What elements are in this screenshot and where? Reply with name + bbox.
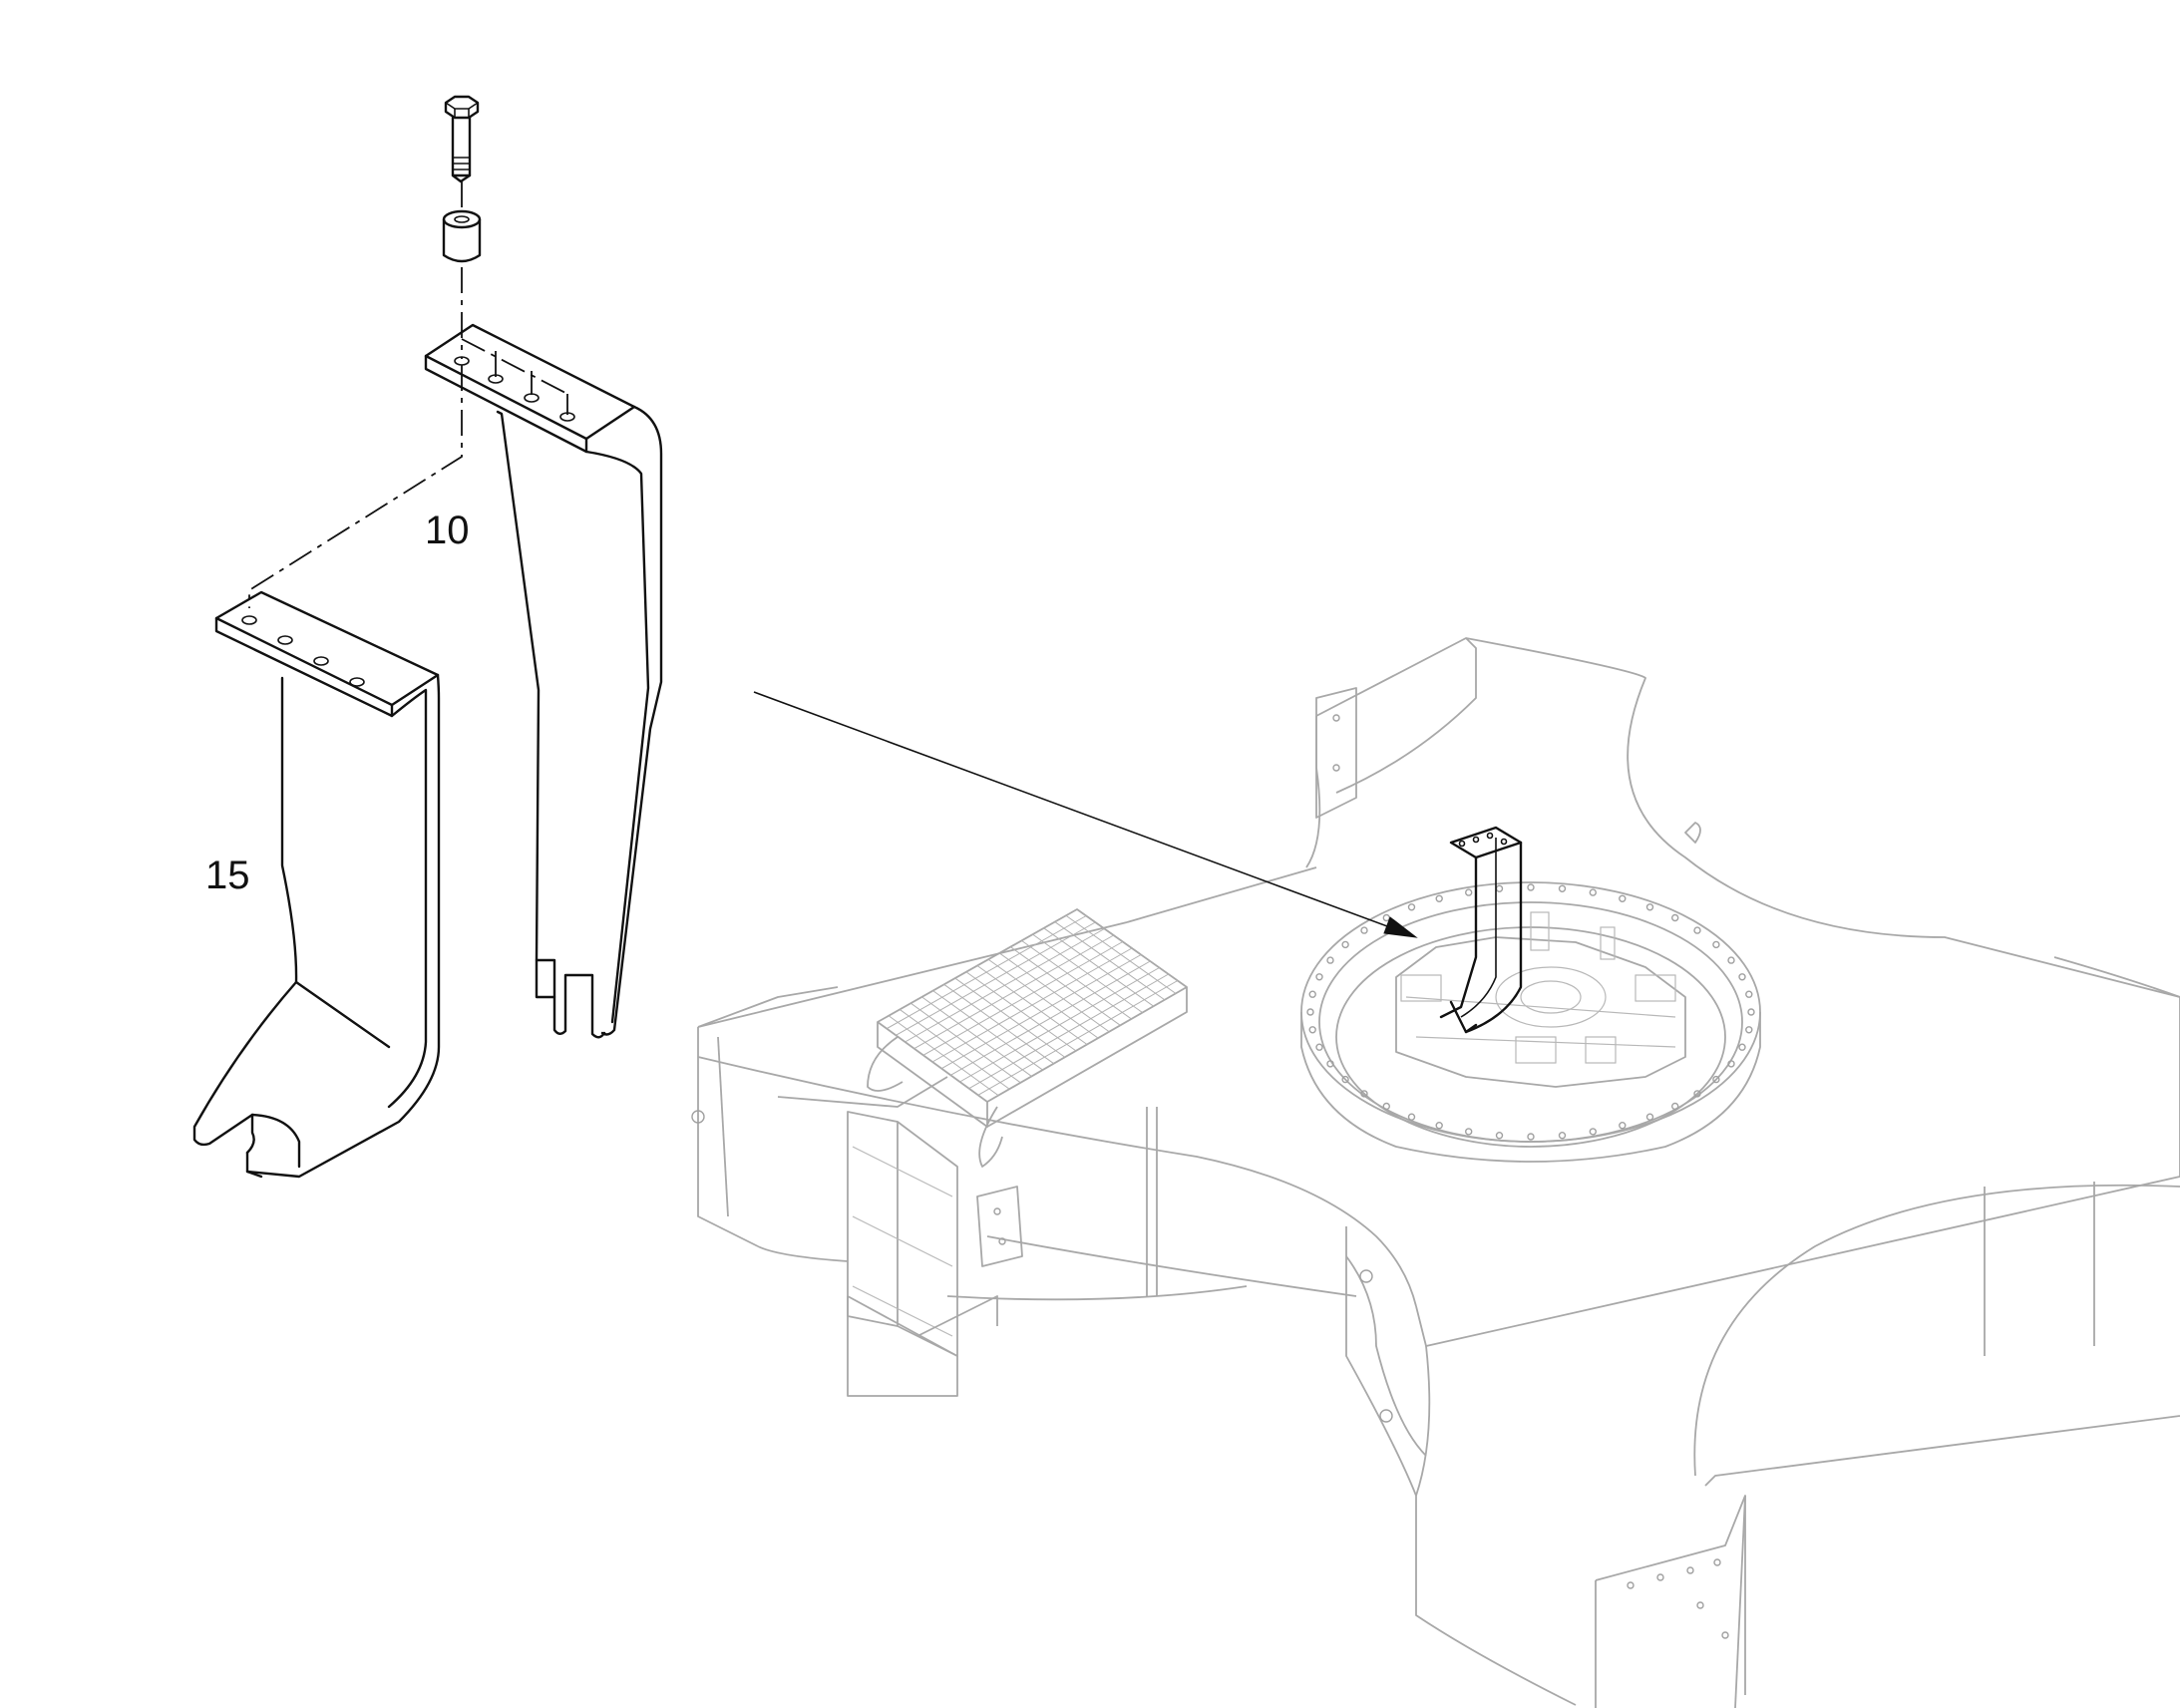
assembly-centerline xyxy=(248,365,463,608)
ring-bolt-hole xyxy=(1527,1133,1535,1141)
ring-bolt-hole xyxy=(1670,913,1679,922)
ring-bolt-hole xyxy=(1464,1128,1473,1136)
ring-bolt-hole xyxy=(1738,1043,1746,1051)
ring-bolt-hole xyxy=(1589,1128,1598,1136)
ring-bolt-hole xyxy=(1341,940,1349,949)
ring-bolt-hole xyxy=(1712,940,1720,949)
ring-bolt-hole xyxy=(1558,884,1567,892)
ring-bolt-hole xyxy=(1527,883,1535,891)
ring-bolt-hole xyxy=(1435,1121,1443,1130)
ring-bolt-hole xyxy=(1341,1075,1349,1084)
ring-bolt-hole xyxy=(1464,888,1473,896)
cylindrical-spacer-icon xyxy=(442,209,482,263)
ring-bolt-hole xyxy=(1589,888,1598,896)
ring-bolt-hole xyxy=(1315,1043,1323,1051)
grating-bar xyxy=(913,934,1114,1050)
ring-bolt-hole xyxy=(1727,1060,1735,1068)
ring-bolt-hole xyxy=(1308,1026,1316,1034)
platform-grating xyxy=(886,914,1179,1097)
bracket-10-long xyxy=(424,323,663,1039)
ring-bolt-hole xyxy=(1693,926,1701,934)
ring-bolt-hole xyxy=(1645,1113,1654,1121)
ring-bolt-hole xyxy=(1670,1102,1679,1111)
ring-bolt-hole xyxy=(1360,926,1368,934)
installed-bracket-location xyxy=(1439,826,1523,1034)
ring-bolt-hole xyxy=(1745,1026,1753,1034)
grating-bar xyxy=(905,928,1105,1043)
bracket-15-short xyxy=(192,590,441,1179)
grating-bar xyxy=(940,954,1142,1070)
callout-number-15: 15 xyxy=(205,854,250,897)
ring-bolt-hole xyxy=(1326,1060,1334,1068)
ring-bolt-hole xyxy=(1360,1090,1368,1098)
ring-bolt-hole xyxy=(1712,1075,1720,1084)
ring-bolt-hole xyxy=(1407,1113,1416,1121)
ring-bolt-hole xyxy=(1435,894,1443,902)
ring-bolt-hole xyxy=(1326,956,1334,964)
ring-bolt-hole xyxy=(1495,1131,1504,1140)
slewing-ring-ghost xyxy=(1300,881,1761,1163)
grating-bar xyxy=(950,960,1151,1076)
ring-bolt-hole xyxy=(1619,1121,1627,1130)
grating-bar xyxy=(931,947,1133,1063)
grating-bar xyxy=(968,973,1169,1090)
ring-bolt-hole xyxy=(1738,973,1746,981)
ring-bolt-hole xyxy=(1693,1090,1701,1098)
grating-bar xyxy=(977,980,1179,1096)
ring-bolt-hole xyxy=(1308,990,1316,998)
ring-bolt-hole xyxy=(1315,973,1323,981)
grating-bar xyxy=(959,967,1160,1083)
ring-bolt-holes xyxy=(1306,883,1755,1141)
hex-bolt-icon xyxy=(444,95,480,183)
ring-bolt-hole xyxy=(1306,1008,1314,1016)
machine-frame-ghost xyxy=(691,637,2180,1708)
ring-bolt-hole xyxy=(1382,913,1391,922)
step-platform-ghost xyxy=(847,908,1188,1397)
callout-number-10: 10 xyxy=(425,509,470,552)
ring-bolt-hole xyxy=(1495,884,1504,892)
ring-bolt-hole xyxy=(1558,1131,1567,1140)
ring-bolt-hole xyxy=(1727,956,1735,964)
ring-bolt-hole xyxy=(1747,1008,1755,1016)
leader-arrow-icon xyxy=(753,691,1418,938)
grating-bar xyxy=(922,941,1124,1056)
ring-bolt-hole xyxy=(1619,894,1627,902)
grating-bar xyxy=(896,921,1096,1036)
ring-bolt-hole xyxy=(1382,1102,1391,1111)
ring-bolt-hole xyxy=(1645,903,1654,911)
grating-bar xyxy=(886,915,1087,1030)
ring-bolt-hole xyxy=(1407,903,1416,911)
ring-bolt-hole xyxy=(1745,990,1753,998)
